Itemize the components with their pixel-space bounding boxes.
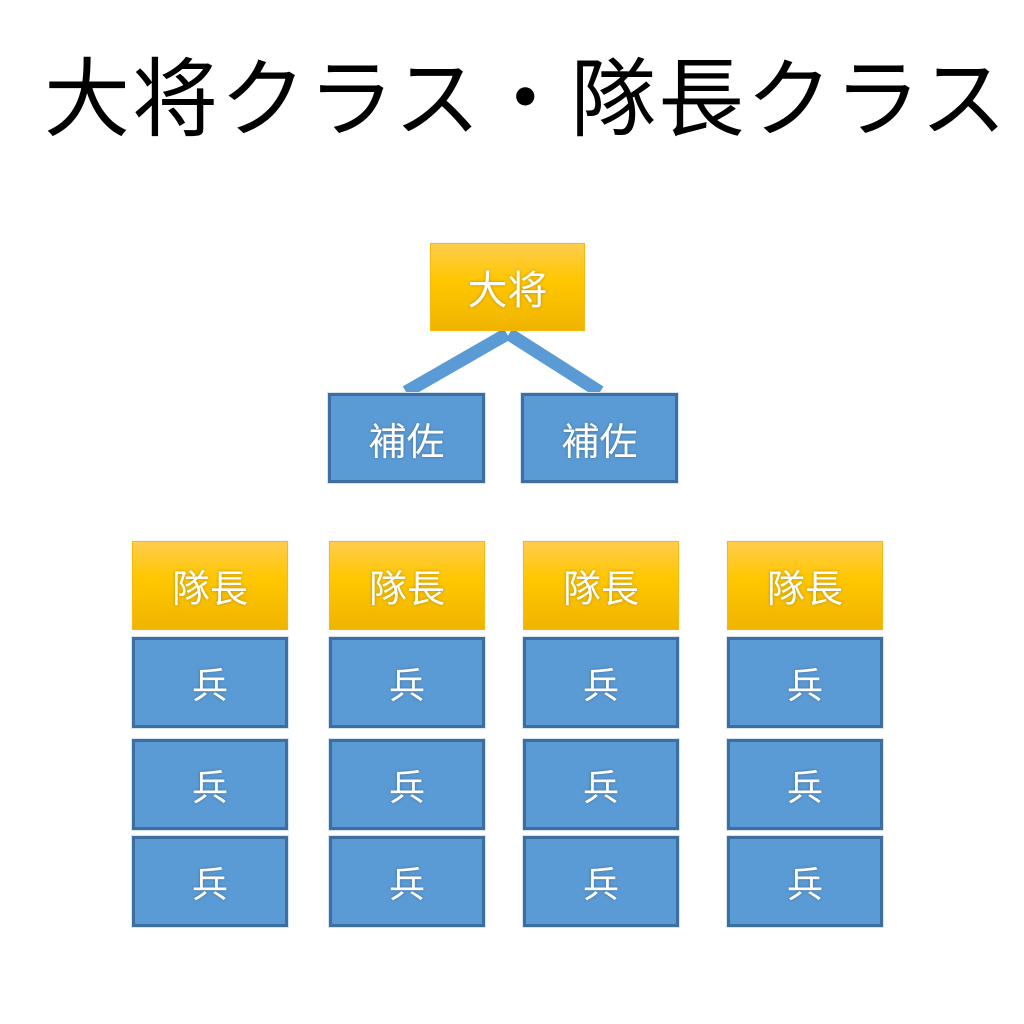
node-soldier[interactable]: 兵 [131,636,289,729]
node-soldier-label: 兵 [388,767,425,809]
node-captain-3[interactable]: 隊長 [523,541,679,630]
node-soldier[interactable]: 兵 [726,738,884,831]
node-soldier-label: 兵 [786,767,823,809]
node-soldier[interactable]: 兵 [131,835,289,928]
node-soldier[interactable]: 兵 [131,738,289,831]
node-soldier[interactable]: 兵 [726,835,884,928]
node-soldier-label: 兵 [582,767,619,809]
node-captain-4[interactable]: 隊長 [727,541,883,630]
node-assistant-2-label: 補佐 [561,419,638,464]
node-soldier[interactable]: 兵 [522,738,680,831]
node-captain-2[interactable]: 隊長 [329,541,485,630]
node-assistant-2[interactable]: 補佐 [520,392,679,484]
node-soldier-label: 兵 [388,864,425,906]
node-soldier-label: 兵 [388,665,425,707]
node-soldier-label: 兵 [786,864,823,906]
node-soldier[interactable]: 兵 [328,835,486,928]
node-soldier-label: 兵 [582,864,619,906]
node-soldier[interactable]: 兵 [328,636,486,729]
node-soldier[interactable]: 兵 [328,738,486,831]
node-general-label: 大将 [467,268,548,314]
node-soldier-label: 兵 [582,665,619,707]
page-title: 大将クラス・隊長クラス [44,50,1009,150]
node-soldier-label: 兵 [191,767,228,809]
node-soldier[interactable]: 兵 [726,636,884,729]
node-soldier[interactable]: 兵 [522,835,680,928]
node-captain-1-label: 隊長 [171,567,248,611]
node-general[interactable]: 大将 [430,243,585,331]
node-soldier[interactable]: 兵 [522,636,680,729]
node-assistant-1[interactable]: 補佐 [327,392,486,484]
node-soldier-label: 兵 [191,864,228,906]
node-soldier-label: 兵 [191,665,228,707]
node-soldier-label: 兵 [786,665,823,707]
node-captain-3-label: 隊長 [562,567,639,611]
connector-root-to-assistant-left [402,328,511,398]
connector-root-to-assistant-right [505,328,604,398]
node-captain-2-label: 隊長 [368,567,445,611]
node-captain-4-label: 隊長 [766,567,843,611]
node-captain-1[interactable]: 隊長 [132,541,288,630]
node-assistant-1-label: 補佐 [368,419,445,464]
